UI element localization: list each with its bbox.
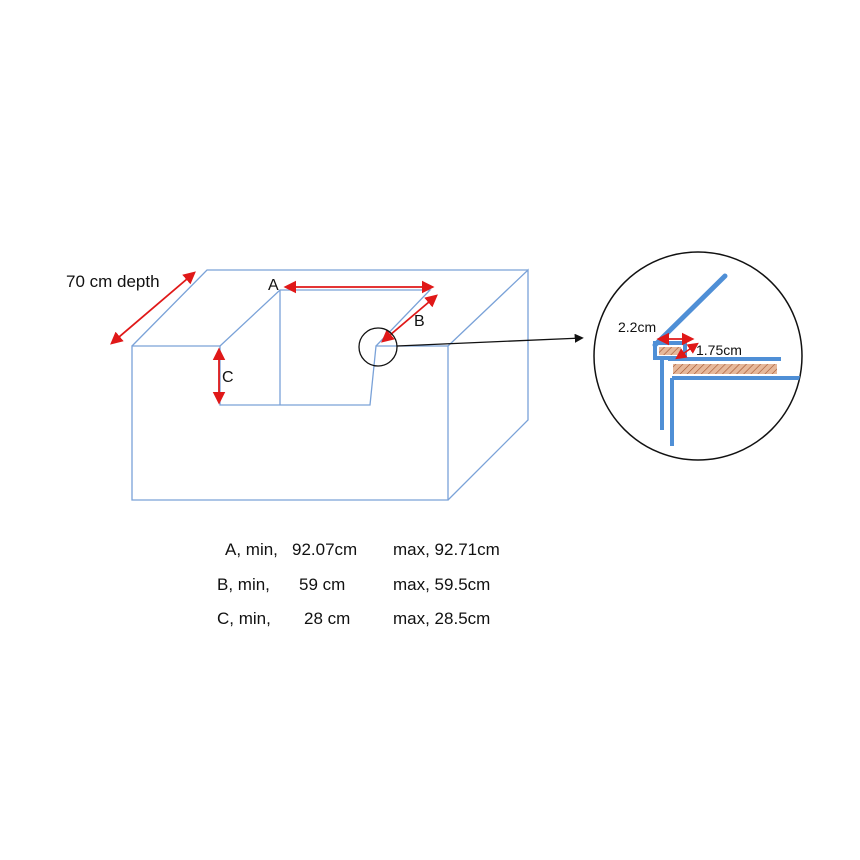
callout-arrow [396, 333, 584, 347]
box-side-face [447, 268, 529, 501]
table-row: C, min, 28 cm max, 28.5cm [0, 609, 860, 633]
table-row: B, min, 59 cm max, 59.5cm [0, 575, 860, 599]
row-min: 59 cm [299, 575, 346, 594]
box-outline [131, 268, 529, 501]
box-top-edge [131, 269, 528, 347]
row-max: max, 59.5cm [393, 575, 491, 594]
dimension-b-arrow [381, 294, 438, 343]
row-min: 28 cm [304, 609, 351, 628]
depth-arrow [110, 271, 196, 345]
inner-label: 1.75cm [696, 342, 742, 358]
rail-hatch [673, 364, 777, 374]
box-front-face [131, 345, 449, 501]
row-label: C, min, [217, 609, 271, 628]
row-label: A, min, [225, 540, 278, 559]
width-label: 2.2cm [618, 319, 656, 335]
table-row: A, min, 92.07cm max, 92.71cm [0, 540, 860, 564]
row-label: B, min, [217, 575, 270, 594]
profile-hatch [659, 347, 681, 355]
label-a: A [268, 277, 279, 294]
row-max: max, 28.5cm [393, 609, 491, 628]
magnifier-circle [358, 327, 398, 367]
row-min: 92.07cm [292, 540, 358, 559]
depth-label: 70 cm depth [66, 272, 160, 291]
cutout-back-wall [219, 289, 432, 347]
inner-arrow [675, 342, 699, 360]
label-b: B [414, 313, 425, 330]
detail-view: 2.2cm 1.75cm [593, 251, 803, 461]
row-max: max, 92.71cm [393, 540, 500, 559]
label-c: C [222, 369, 234, 386]
